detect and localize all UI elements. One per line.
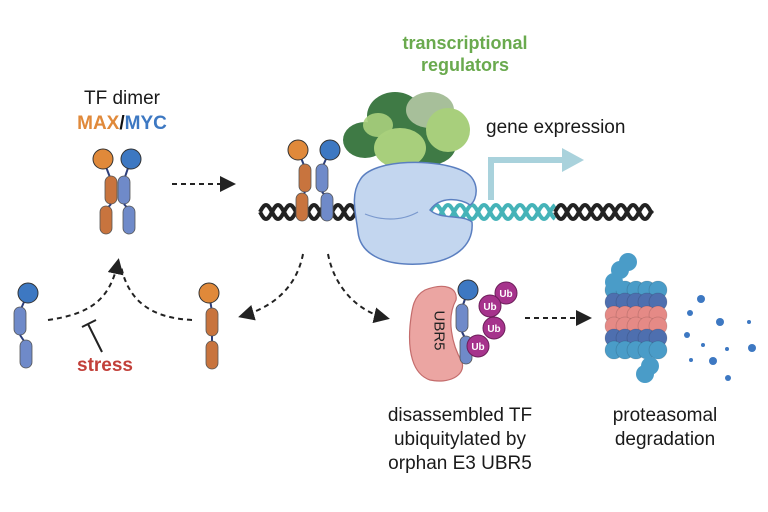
dna-strand-b	[553, 202, 654, 222]
ubiquitin: Ub	[482, 316, 506, 340]
regulators-line-1: transcriptional	[402, 33, 528, 53]
myc-subunit	[315, 139, 341, 222]
gene-expression-arrow-icon	[488, 148, 584, 200]
degraded-peptides-icon	[684, 295, 756, 381]
peptide	[689, 358, 693, 362]
ub-circle	[478, 294, 502, 318]
max-monomer	[198, 282, 220, 370]
head	[287, 139, 309, 161]
stress-label: stress	[77, 355, 133, 376]
peptide	[709, 357, 717, 365]
dna-segment-dark-right	[553, 202, 654, 222]
myc-subunit	[13, 282, 39, 369]
domain	[13, 306, 27, 336]
stress-inhibition-icon	[81, 319, 103, 353]
max-subunit	[92, 148, 118, 235]
transcriptional-regulators-label: transcriptional regulators	[380, 32, 550, 76]
ub-circle	[482, 316, 506, 340]
domain	[455, 303, 469, 333]
proteasomal-line-2: degradation	[614, 429, 716, 450]
ubr5-ligase-icon	[408, 285, 464, 382]
peptide	[748, 344, 756, 352]
head	[120, 148, 142, 170]
dna-strand-b	[258, 202, 363, 222]
ubiquitin: Ub	[494, 281, 518, 305]
arrows	[47, 176, 592, 326]
ub-circle	[494, 281, 518, 305]
domain	[122, 205, 136, 235]
domain	[320, 192, 334, 222]
peptide	[687, 310, 693, 316]
proteasome-cap	[636, 365, 654, 383]
domain	[117, 175, 131, 205]
proteasome-cap	[605, 273, 623, 291]
bound-tf-dimer	[287, 139, 341, 222]
transcriptional-regulators-complex-icon	[343, 92, 470, 168]
domain	[315, 163, 329, 193]
regulators-line-2: regulators	[420, 55, 510, 75]
domain	[104, 175, 118, 205]
peptide	[701, 343, 705, 347]
ub-circle	[466, 334, 490, 358]
ubiquitin: Ub	[478, 294, 502, 318]
disassembled-tf-caption: disassembled TF ubiquitylated by orphan …	[370, 404, 550, 476]
arrow-myc-to-dimer	[47, 258, 124, 321]
peptide	[684, 332, 690, 338]
max-subunit	[287, 139, 312, 222]
domain	[295, 192, 309, 222]
myc-monomer	[13, 282, 39, 369]
caption-line-2: ubiquitylated by	[393, 429, 527, 450]
peptide	[716, 318, 724, 326]
ub-label: Ub	[487, 324, 500, 335]
head	[319, 139, 341, 161]
max-label: MAX	[77, 113, 120, 134]
peptide	[697, 295, 705, 303]
ub-label: Ub	[499, 289, 512, 300]
head	[17, 282, 39, 304]
domain	[205, 340, 219, 370]
head	[457, 279, 479, 301]
myc-subunit	[117, 148, 142, 235]
domain	[298, 163, 312, 193]
head	[92, 148, 114, 170]
max-myc-label: MAX/MYC	[62, 113, 182, 135]
gene-expression-label: gene expression	[486, 117, 626, 138]
arrow-dna-to-ubr5	[327, 253, 390, 324]
tf-dimer-title: TF dimer	[84, 88, 160, 109]
dna-strand-a	[428, 202, 557, 222]
ub-label: Ub	[483, 302, 496, 313]
ubr5-label: UBR5	[430, 310, 448, 351]
domain	[205, 307, 219, 337]
caption-line-3: orphan E3 UBR5	[388, 453, 532, 474]
proteasomal-line-1: proteasomal	[612, 405, 718, 426]
peptide	[725, 375, 731, 381]
myc-label: MYC	[124, 113, 167, 134]
rna-polymerase-icon	[353, 161, 477, 265]
head	[198, 282, 220, 304]
proteasome-subunit	[648, 340, 668, 360]
dna-segment-dark-left	[258, 202, 363, 222]
peptide	[725, 347, 729, 351]
peptide	[747, 320, 751, 324]
slash-label: /	[119, 113, 125, 134]
caption-line-1: disassembled TF	[387, 405, 533, 426]
domain	[19, 339, 33, 369]
free-tf-dimer	[92, 148, 142, 235]
ubiquitin: Ub	[466, 334, 490, 358]
proteasomal-degradation-caption: proteasomal degradation	[600, 404, 730, 452]
arrow-dna-to-max	[238, 253, 304, 321]
max-subunit	[198, 282, 220, 370]
proteasome-icon	[604, 253, 668, 383]
ub-label: Ub	[471, 342, 484, 353]
domain	[99, 205, 113, 235]
arrow-max-to-dimer	[120, 265, 193, 321]
